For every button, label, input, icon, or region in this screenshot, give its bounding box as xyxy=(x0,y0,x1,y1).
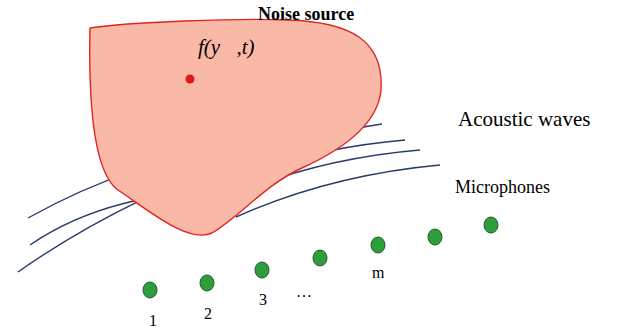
source-point xyxy=(186,75,195,84)
noise-source-region: Noise sourcef(y⃗,t) xyxy=(88,18,388,240)
callout-number: 2 xyxy=(204,305,212,323)
callout-number: 1 xyxy=(149,312,157,330)
callout-number: m xyxy=(372,264,384,282)
source-function: f(y⃗,t) xyxy=(198,36,255,59)
callout-number: 3 xyxy=(259,291,267,309)
callout-number: … xyxy=(296,283,312,301)
microphones-label: Microphones xyxy=(455,178,550,198)
region-title: Noise source xyxy=(258,5,354,25)
region-shape xyxy=(90,19,381,235)
wave-label: Acoustic waves xyxy=(458,108,590,131)
